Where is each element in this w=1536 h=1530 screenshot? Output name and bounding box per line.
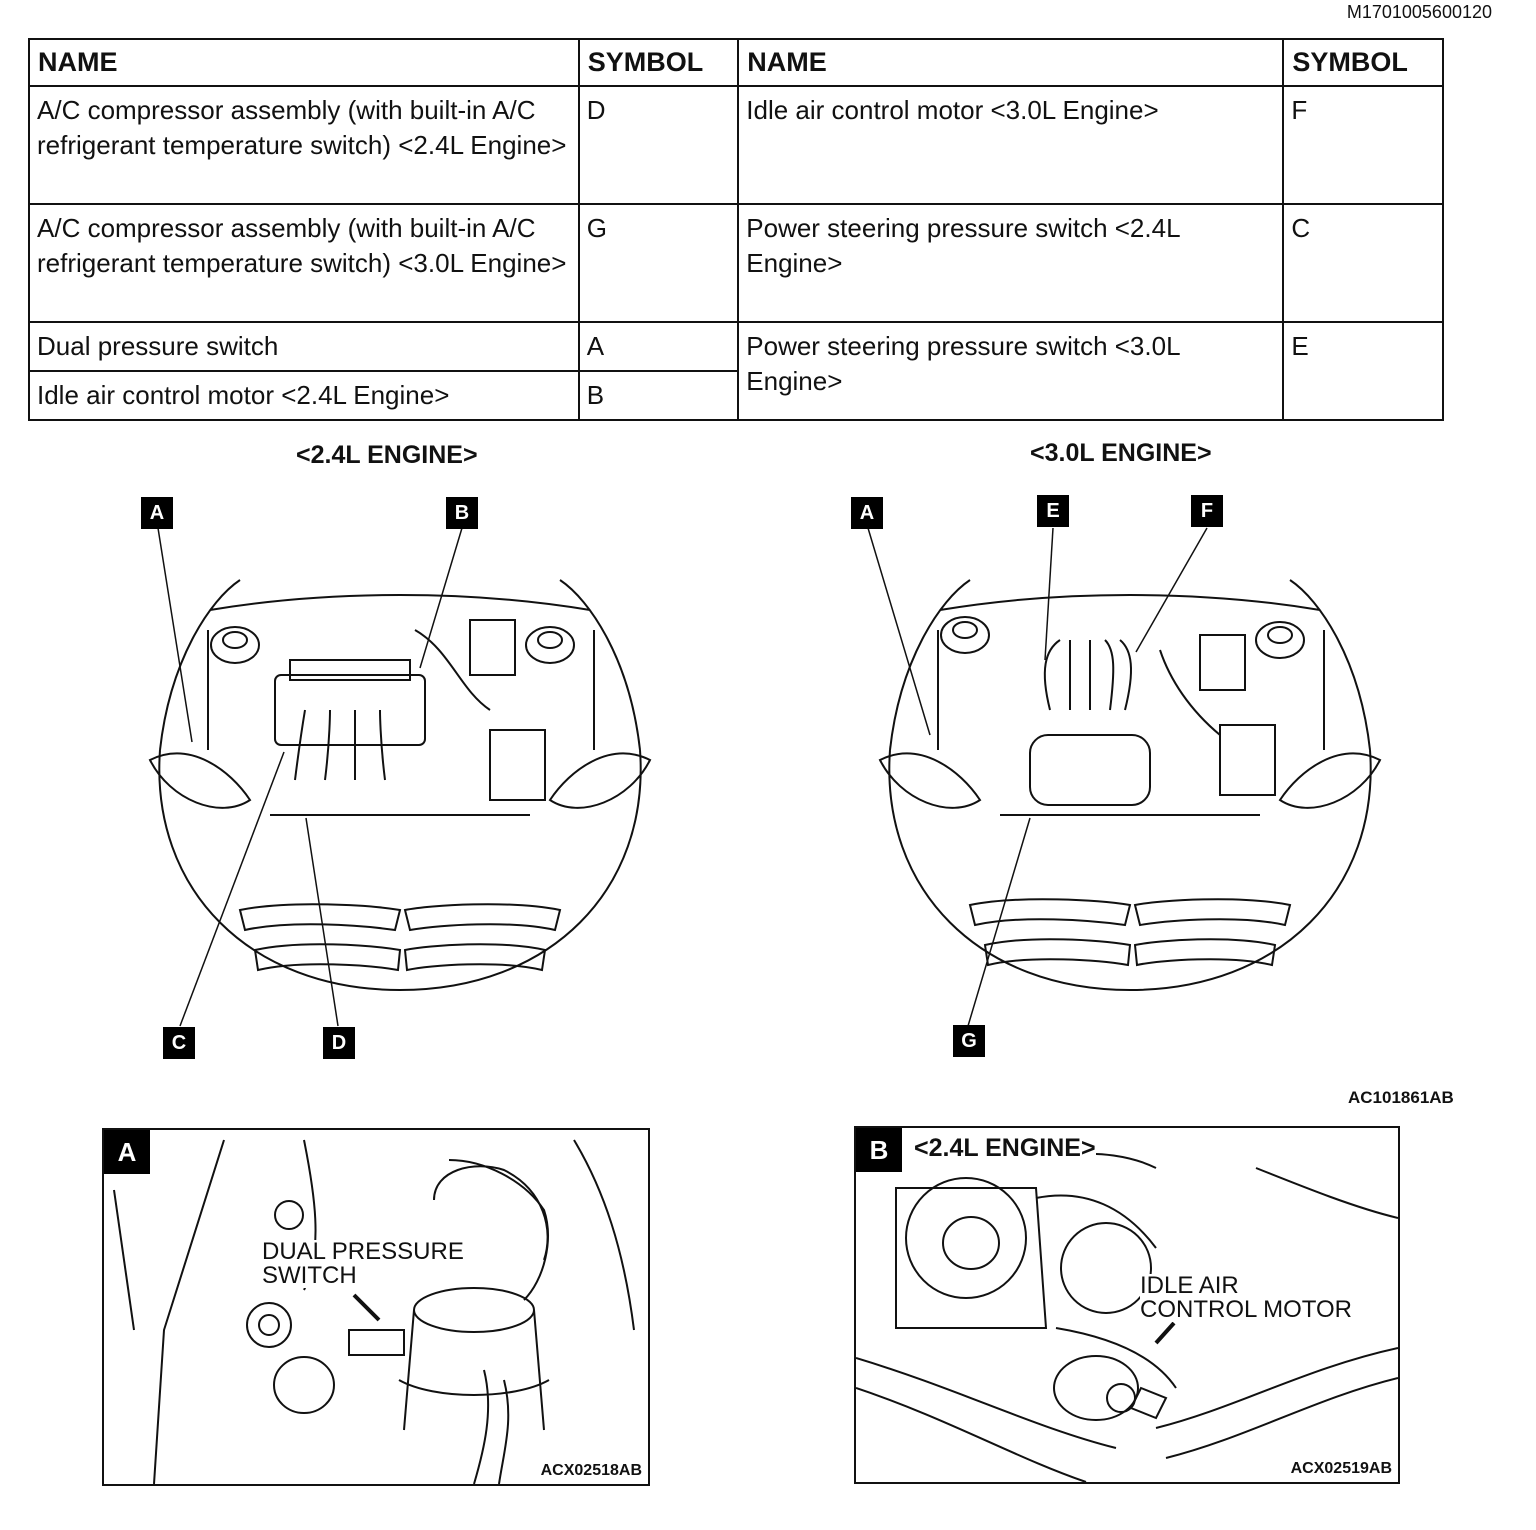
part-name: Power steering pressure switch <3.0L Eng…	[737, 320, 1285, 422]
document-id: M1701005600120	[1346, 2, 1492, 22]
photo-b-code: ACX02519AB	[1290, 1460, 1392, 1478]
engine-bay-drawing-30	[878, 579, 1382, 992]
callout-marker: A	[141, 497, 173, 529]
callout-marker: G	[953, 1025, 985, 1057]
diagram-title-24: <2.4L ENGINE>	[296, 441, 478, 469]
table-row: Dual pressure switch A Power steering pr…	[28, 320, 1444, 422]
header-symbol: SYMBOL	[577, 38, 740, 87]
part-symbol: C	[1282, 202, 1444, 323]
part-symbol: A	[577, 320, 740, 373]
part-name: Idle air control motor <2.4L Engine>	[28, 370, 580, 422]
parts-table: NAME SYMBOL NAME SYMBOL A/C compressor a…	[28, 38, 1444, 422]
photo-b-title: <2.4L ENGINE>	[914, 1134, 1096, 1163]
photo-dual-pressure-switch: A DUAL PRESSURE SWITCH ACX02518AB	[102, 1128, 650, 1486]
table-row: A/C compressor assembly (with built-in A…	[28, 84, 1444, 205]
part-name: Power steering pressure switch <2.4L Eng…	[737, 202, 1285, 323]
photo-a-label-line2: SWITCH	[262, 1262, 357, 1289]
table-header-row: NAME SYMBOL NAME SYMBOL	[28, 38, 1444, 87]
callout-marker: A	[851, 497, 883, 529]
table-row: A/C compressor assembly (with built-in A…	[28, 202, 1444, 323]
header-name: NAME	[737, 38, 1285, 87]
part-symbol: F	[1282, 84, 1444, 205]
part-name: A/C compressor assembly (with built-in A…	[28, 84, 580, 205]
photo-a-code: ACX02518AB	[540, 1462, 642, 1480]
part-name: A/C compressor assembly (with built-in A…	[28, 202, 580, 323]
photo-idle-air-control-motor: B <2.4L ENGINE> IDLE AIR CONTROL MOTOR A…	[854, 1126, 1400, 1484]
header-symbol: SYMBOL	[1282, 38, 1444, 87]
part-symbol: G	[577, 202, 740, 323]
header-name: NAME	[28, 38, 580, 87]
part-name: Dual pressure switch	[28, 320, 580, 373]
part-symbol: D	[577, 84, 740, 205]
callout-marker: C	[163, 1027, 195, 1059]
table-row: Idle air control motor <2.4L Engine> B	[28, 370, 1443, 422]
callout-marker: D	[323, 1027, 355, 1059]
callout-marker: F	[1191, 495, 1223, 527]
part-symbol: B	[577, 370, 740, 422]
callout-marker: E	[1037, 495, 1069, 527]
photo-b-label-line2: CONTROL MOTOR	[1140, 1296, 1353, 1323]
engine-bay-drawing-24	[148, 579, 652, 992]
photo-b-drawing	[856, 1152, 1398, 1482]
part-name: Idle air control motor <3.0L Engine>	[737, 84, 1285, 205]
diagram-title-30: <3.0L ENGINE>	[1030, 439, 1212, 467]
photo-a-drawing	[113, 1139, 635, 1484]
part-symbol: E	[1282, 320, 1444, 422]
callout-marker: B	[446, 497, 478, 529]
photo-a-callout: A	[104, 1130, 150, 1174]
figure-code: AC101861AB	[1348, 1088, 1454, 1107]
photo-a-label-line1: DUAL PRESSURE	[262, 1238, 464, 1265]
photo-b-callout: B	[856, 1128, 902, 1172]
photo-b-label-line1: IDLE AIR	[1140, 1272, 1239, 1299]
